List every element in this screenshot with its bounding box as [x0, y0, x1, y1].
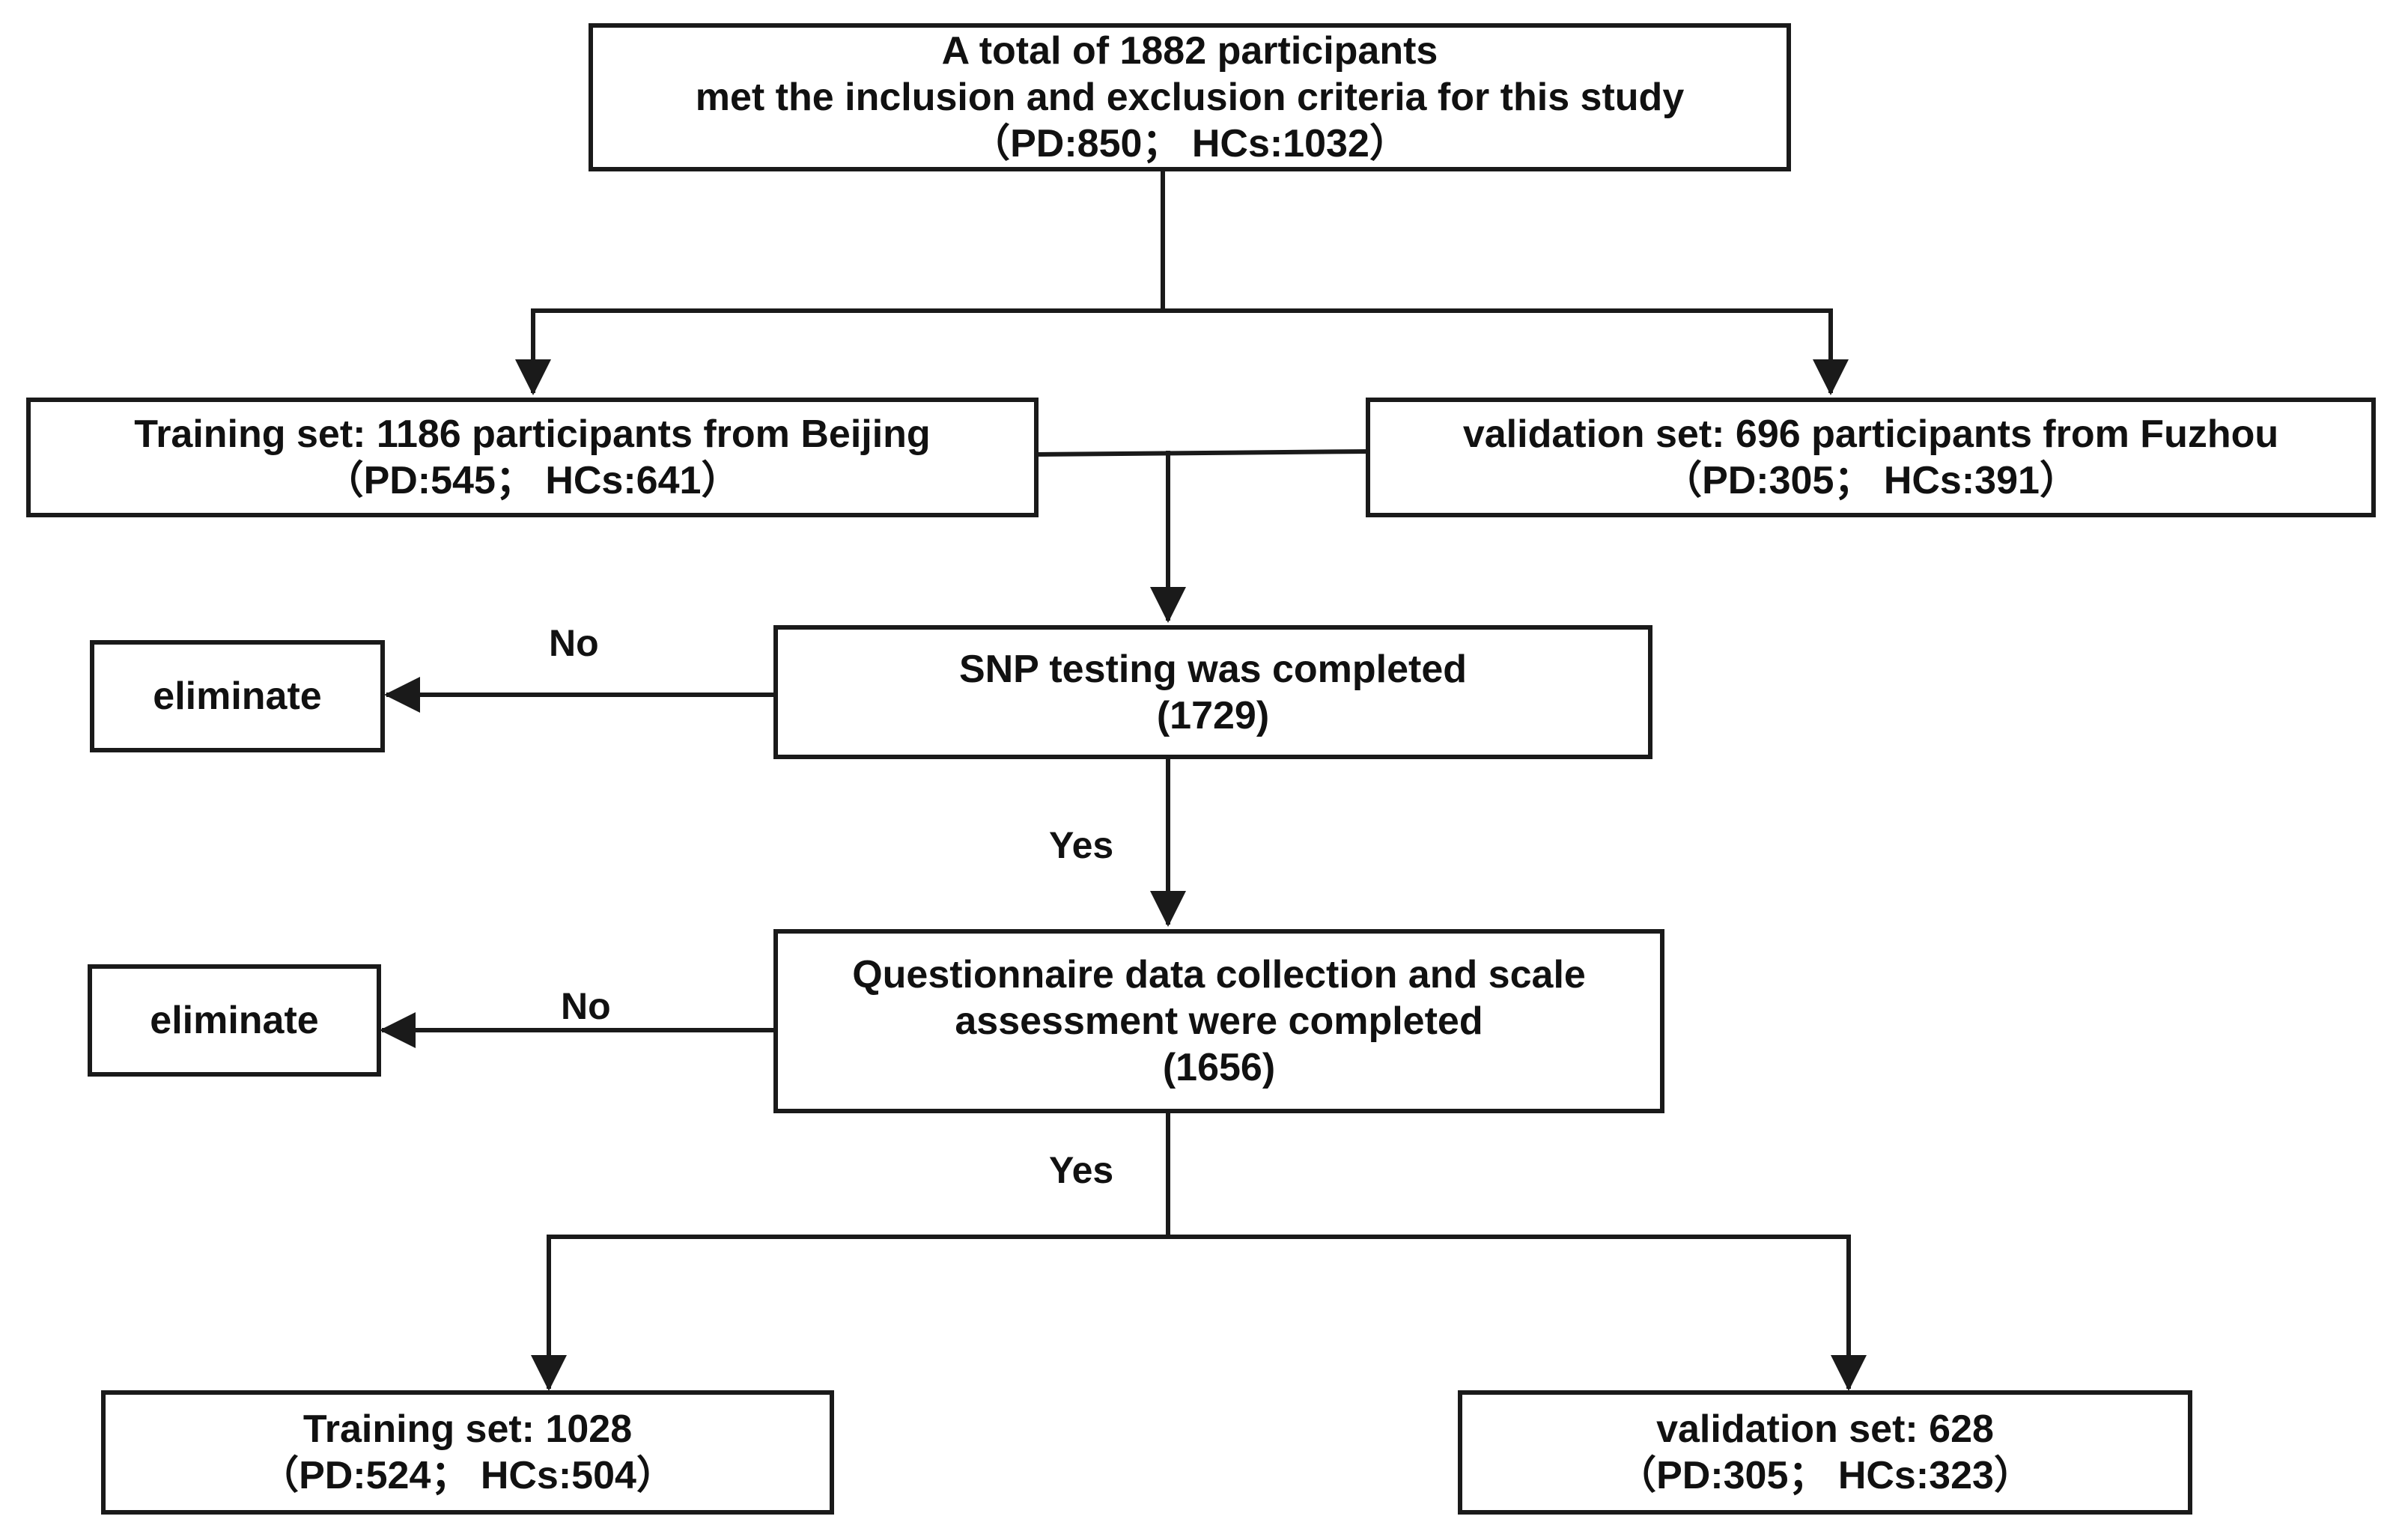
- total-participants-line3: （PD:850； HCs:1032）: [971, 122, 1408, 165]
- yes-label-1: Yes: [1049, 824, 1114, 866]
- validation-set-final-line2: （PD:305； HCs:323）: [1617, 1454, 2033, 1497]
- validation-set-initial-line1: validation set: 696 participants from Fu…: [1462, 413, 2279, 456]
- eliminate-label-1: eliminate: [153, 675, 322, 718]
- questionnaire-box: Questionnaire data collection and scale …: [773, 929, 1664, 1113]
- total-participants-box: A total of 1882 participants met the inc…: [589, 23, 1791, 171]
- no-label-2: No: [561, 985, 611, 1027]
- questionnaire-line1: Questionnaire data collection and scale: [852, 953, 1586, 996]
- validation-set-initial-line2: （PD:305； HCs:391）: [1663, 459, 2079, 502]
- questionnaire-count: (1656): [1162, 1046, 1276, 1089]
- training-set-final-line1: Training set: 1028: [302, 1407, 633, 1451]
- eliminate-box-2: eliminate: [88, 964, 381, 1077]
- snp-testing-box: SNP testing was completed (1729): [773, 625, 1652, 759]
- total-participants-line2: met the inclusion and exclusion criteria…: [695, 76, 1685, 119]
- training-set-initial-box: Training set: 1186 participants from Bei…: [26, 398, 1039, 517]
- questionnaire-line2: assessment were completed: [955, 999, 1483, 1043]
- yes-label-2: Yes: [1049, 1149, 1114, 1191]
- training-set-initial-line2: （PD:545； HCs:641）: [324, 459, 741, 502]
- connector-merge-horizontal: [1034, 448, 1370, 457]
- validation-set-final-box: validation set: 628 （PD:305； HCs:323）: [1458, 1390, 2192, 1515]
- validation-set-final-line1: validation set: 628: [1656, 1407, 1994, 1451]
- no-label-1: No: [549, 622, 599, 664]
- eliminate-label-2: eliminate: [150, 999, 319, 1042]
- training-set-initial-line1: Training set: 1186 participants from Bei…: [134, 413, 931, 456]
- snp-testing-count: (1729): [1156, 693, 1270, 737]
- eliminate-box-1: eliminate: [90, 640, 385, 752]
- total-participants-line1: A total of 1882 participants: [941, 29, 1438, 73]
- snp-testing-line1: SNP testing was completed: [958, 647, 1468, 691]
- validation-set-initial-box: validation set: 696 participants from Fu…: [1366, 398, 2376, 517]
- training-set-final-box: Training set: 1028 （PD:524； HCs:504）: [101, 1390, 834, 1515]
- training-set-final-line2: （PD:524； HCs:504）: [260, 1454, 675, 1497]
